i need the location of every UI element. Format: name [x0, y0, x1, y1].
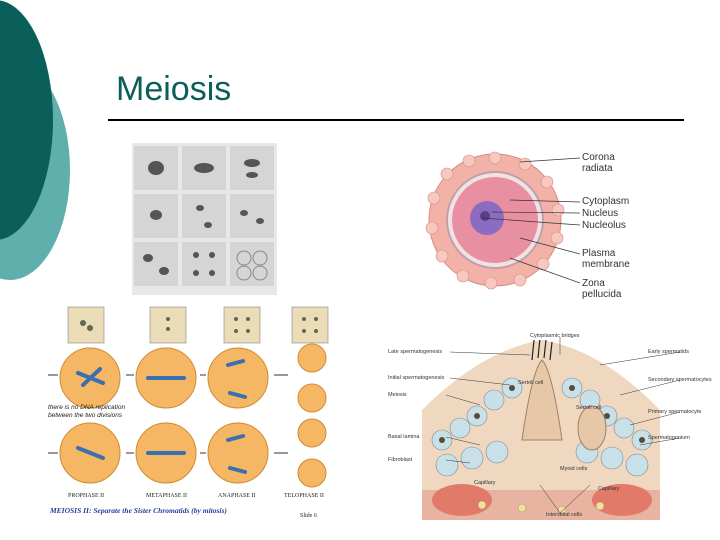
phase-label-telophase: TELOPHASE II	[284, 493, 324, 499]
label-spermatogonium: Spermatogonium	[648, 435, 690, 441]
meiosis-ii-diagram	[48, 303, 340, 523]
oocyte-diagram	[425, 150, 565, 290]
corner-decoration	[0, 0, 70, 280]
label-capillary-right: Capillary	[598, 486, 620, 492]
label-cytoplasmic-bridges: Cytoplasmic bridges	[530, 333, 580, 339]
label-fibroblast: Fibroblast	[388, 457, 413, 463]
phase-label-prophase: PROPHASE II	[68, 493, 105, 499]
label-early-spermatids: Early spermatids	[648, 349, 689, 355]
label-nucleolus: Nucleolus	[582, 220, 626, 231]
title-divider	[108, 119, 684, 121]
label-cytoplasm: Cytoplasm	[582, 196, 630, 207]
phase-label-anaphase: ANAPHASE II	[218, 493, 256, 499]
label-initial-spermatogenesis: Initial spermatogenesis	[388, 375, 445, 381]
seminiferous-tubule-diagram	[422, 337, 660, 520]
label-sertoli-left: Sertoli cell	[518, 380, 544, 386]
label-myoid-cells: Myoid cells	[560, 466, 588, 472]
label-nucleus: Nucleus	[582, 208, 619, 219]
label-late-spermatogenesis: Late spermatogenesis	[388, 349, 443, 355]
testis-leader-lines	[445, 337, 680, 514]
label-capillary-left: Capillary	[474, 480, 496, 486]
slide-number: Slide 6	[300, 513, 317, 519]
label-primary-spermatocyte: Primary spermatocyte	[648, 409, 702, 415]
label-sertoli-right: Sertoli cell	[576, 405, 602, 411]
phase-label-metaphase: METAPHASE II	[146, 493, 188, 499]
label-meiosis: Meiosis	[388, 392, 407, 398]
micrograph-grid	[132, 143, 277, 295]
page-title: Meiosis	[116, 70, 232, 108]
label-secondary-spermatocytes: Secondary spermatocytes	[648, 377, 712, 383]
meiosis-caption: MEIOSIS II: Separate the Sister Chromati…	[50, 506, 227, 515]
label-interstitial-cells: Interstitial cells	[546, 512, 583, 518]
label-basal-lamina: Basal lamina	[388, 434, 420, 440]
oocyte-leader-lines	[481, 157, 580, 284]
